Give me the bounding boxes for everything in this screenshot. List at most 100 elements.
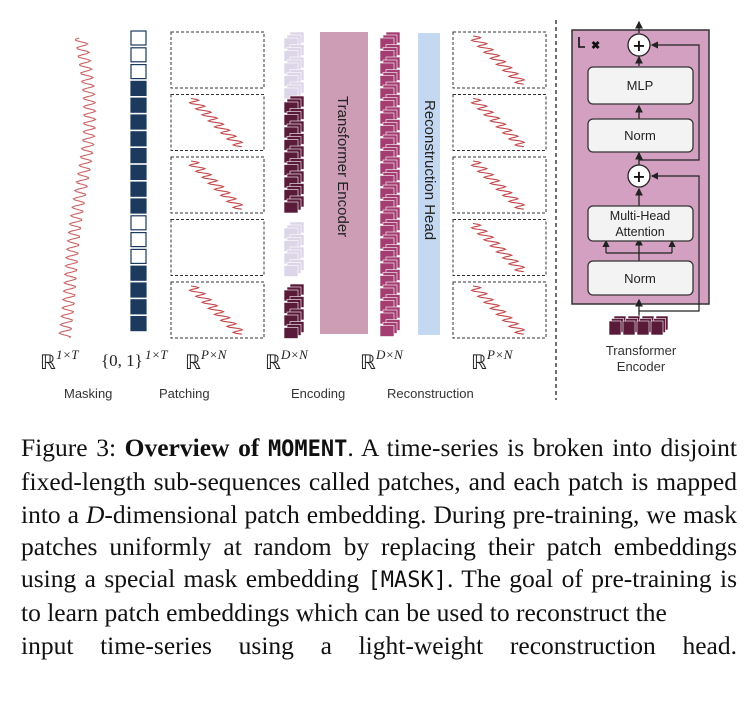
output-patch-series bbox=[470, 285, 526, 335]
norm-top-label: Norm bbox=[624, 128, 656, 143]
output-patch-box bbox=[452, 281, 547, 339]
mask-cell-empty bbox=[130, 47, 147, 63]
math-recon-sup: D×N bbox=[375, 347, 404, 362]
norm-bottom-label: Norm bbox=[624, 271, 656, 286]
caption-sent1: . A time-series is broken into disjoint … bbox=[21, 433, 737, 529]
math-mask-sup: 1×T bbox=[145, 347, 168, 362]
patch-box bbox=[170, 281, 265, 339]
embedding-cell bbox=[283, 265, 299, 277]
reconstruction-head-label: Reconstruction Head bbox=[421, 100, 438, 240]
norm-bottom-box bbox=[587, 260, 694, 296]
math-output: ℝ bbox=[471, 352, 487, 374]
embedding-cell bbox=[283, 201, 299, 214]
block-caption-1: Transformer bbox=[606, 343, 677, 358]
output-patch-box bbox=[452, 219, 547, 276]
label-patching: Patching bbox=[159, 386, 210, 401]
output-patch-series bbox=[470, 35, 526, 85]
patch-series bbox=[188, 97, 244, 148]
mask-cell-filled bbox=[130, 131, 147, 147]
mask-cell-filled bbox=[130, 97, 147, 113]
plus-top: + bbox=[632, 36, 645, 55]
patch-box bbox=[170, 94, 265, 151]
math-input: ℝ bbox=[40, 352, 56, 374]
mask-cell-filled bbox=[130, 198, 147, 214]
patch-column bbox=[170, 31, 265, 339]
block-input-embeddings bbox=[608, 315, 669, 336]
mask-cell-filled bbox=[130, 80, 147, 97]
input-time-series bbox=[58, 37, 97, 339]
recon-embedding-column bbox=[379, 31, 401, 337]
caption-model: MOMENT bbox=[267, 437, 348, 462]
mask-cell-filled bbox=[130, 299, 147, 315]
patch-series bbox=[188, 285, 244, 335]
output-patch-series bbox=[470, 160, 526, 210]
output-patch-box bbox=[452, 156, 547, 214]
label-encoding: Encoding bbox=[291, 386, 345, 401]
caption-prefix: Figure 3: bbox=[21, 433, 125, 462]
caption-sent2: -dimensional patch embedding. During pre… bbox=[21, 499, 737, 594]
caption-d: D bbox=[85, 499, 105, 529]
math-recon: ℝ bbox=[360, 352, 376, 374]
output-patch-column bbox=[452, 31, 547, 339]
output-patch-box bbox=[452, 94, 547, 151]
caption-last-line: input time-series using a light-weight r… bbox=[21, 630, 737, 660]
mask-cell-empty bbox=[130, 63, 147, 80]
mask-cell-empty bbox=[130, 248, 147, 264]
attention-label-1: Multi-Head bbox=[610, 209, 670, 223]
math-mask: {0, 1} bbox=[101, 351, 143, 370]
block-embedding-cell bbox=[608, 320, 622, 336]
mask-cell-filled bbox=[130, 114, 147, 130]
reconstruction-head-bar bbox=[418, 33, 440, 335]
transformer-block: ✖ MLP Norm Multi-Head Attention Norm + + bbox=[571, 20, 710, 318]
block-embedding-cell bbox=[636, 320, 650, 336]
attention-label-2: Attention bbox=[615, 225, 664, 239]
output-patch-series bbox=[470, 222, 526, 273]
mask-cell-filled bbox=[130, 148, 147, 164]
block-embedding-cell bbox=[622, 320, 636, 336]
output-patch-box bbox=[452, 31, 547, 89]
caption-mask-token: [MASK] bbox=[367, 568, 447, 594]
embedding-cell bbox=[283, 327, 299, 339]
label-reconstruction: Reconstruction bbox=[387, 386, 474, 401]
math-input-sup: 1×T bbox=[56, 347, 79, 362]
patch-box bbox=[170, 31, 265, 89]
transformer-encoder-bar bbox=[320, 32, 368, 334]
math-patches: ℝ bbox=[185, 352, 201, 374]
mask-cell-filled bbox=[130, 282, 147, 298]
block-caption-2: Encoder bbox=[617, 359, 666, 374]
norm-top-box bbox=[587, 118, 694, 153]
moment-figure: Transformer Encoder Reconstruction Head … bbox=[40, 20, 710, 401]
attention-box bbox=[587, 205, 694, 242]
mask-cell-filled bbox=[130, 164, 147, 180]
block-embedding-cell bbox=[650, 320, 664, 336]
patch-box bbox=[170, 219, 265, 276]
math-output-sup: P×N bbox=[486, 347, 514, 362]
math-embed-sup: D×N bbox=[280, 347, 309, 362]
transformer-encoder-label: Transformer Encoder bbox=[334, 96, 351, 237]
mask-cell-filled bbox=[130, 181, 147, 197]
add-circle-bottom bbox=[627, 164, 651, 188]
label-masking: Masking bbox=[64, 386, 112, 401]
input-series-line bbox=[58, 37, 97, 339]
mask-cell-filled bbox=[130, 316, 147, 332]
math-embed: ℝ bbox=[265, 352, 281, 374]
output-patch-series bbox=[470, 97, 526, 148]
mask-cell-empty bbox=[130, 30, 147, 46]
caption-bold: Overview of MOMENT bbox=[124, 433, 348, 462]
embedding-column bbox=[283, 31, 305, 339]
mask-column bbox=[130, 30, 147, 332]
mask-cell-empty bbox=[130, 215, 147, 231]
caption-sent3: . The goal of pre-training is to learn p… bbox=[21, 564, 737, 628]
mlp-label: MLP bbox=[627, 78, 654, 93]
mask-cell-empty bbox=[130, 232, 147, 248]
math-patches-sup: P×N bbox=[200, 347, 228, 362]
add-circle-top bbox=[627, 33, 651, 57]
recon-embedding-cell bbox=[379, 325, 395, 337]
plus-bottom: + bbox=[632, 167, 645, 186]
repeat-mark: ✖ bbox=[591, 40, 600, 52]
patch-box bbox=[170, 156, 265, 214]
patch-series bbox=[188, 160, 244, 210]
mask-cell-filled bbox=[130, 265, 147, 281]
mlp-box bbox=[587, 66, 694, 105]
figure-caption: Figure 3: Overview of MOMENT. A time-ser… bbox=[21, 432, 737, 662]
